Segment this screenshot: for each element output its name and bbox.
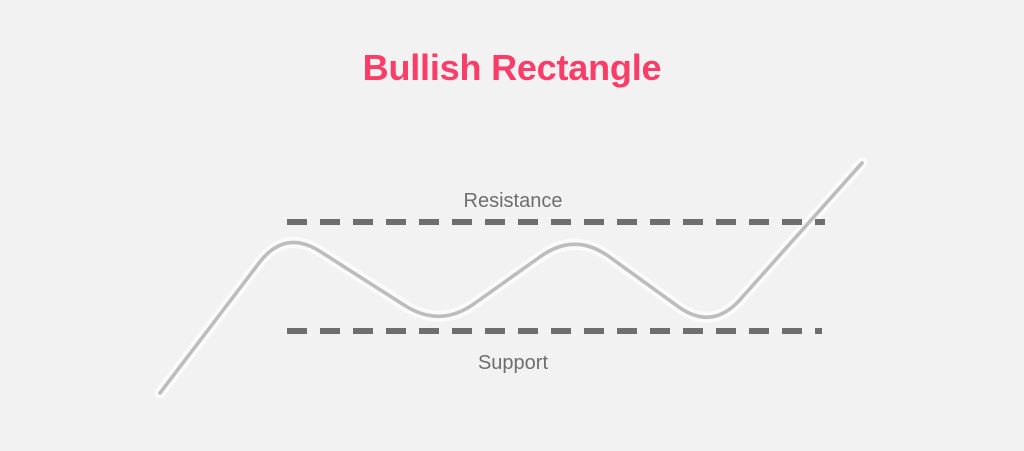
resistance-label: Resistance	[463, 190, 563, 212]
support-label: Support	[477, 352, 549, 374]
page-title: Bullish Rectangle	[362, 47, 662, 88]
price-line	[158, 161, 864, 395]
